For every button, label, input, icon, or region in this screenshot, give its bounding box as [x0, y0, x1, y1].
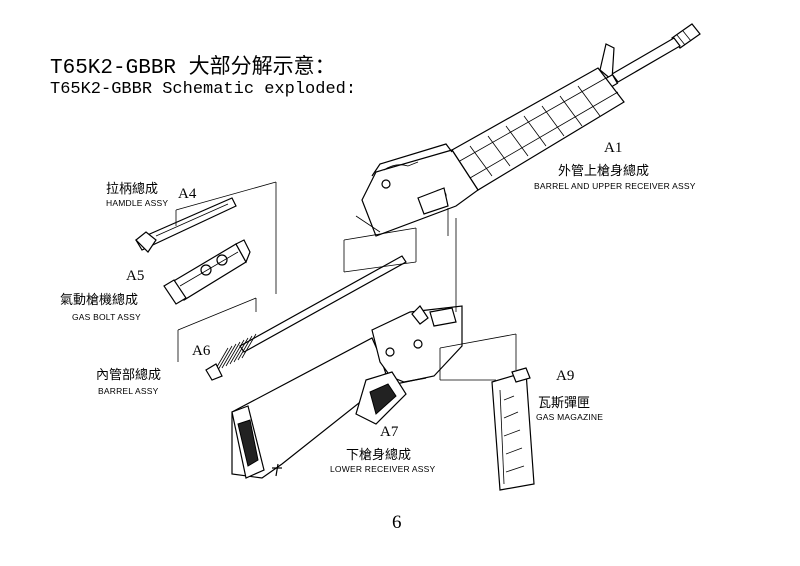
inner-barrel-drawing [205, 255, 407, 381]
gas-magazine-drawing [491, 367, 535, 491]
page-title-chinese: T65K2-GBBR 大部分解示意： [50, 57, 336, 80]
part-name-cn-a1: 外管上槍身總成 [558, 164, 650, 179]
page-number: 6 [392, 512, 402, 533]
part-code-a1: A1 [604, 140, 623, 156]
part-code-a7: A7 [380, 424, 399, 440]
part-name-en-a5: GAS BOLT ASSY [72, 312, 141, 322]
part-code-a4: A4 [178, 186, 197, 202]
gas-bolt-drawing [163, 239, 251, 305]
part-name-cn-a7: 下槍身總成 [346, 448, 412, 463]
part-code-a5: A5 [126, 268, 145, 284]
part-name-en-a9: GAS MAGAZINE [536, 412, 604, 422]
part-name-cn-a6: 內管部總成 [96, 368, 162, 383]
upper-receiver-drawing [355, 23, 701, 237]
page-title-english: T65K2-GBBR Schematic exploded: [50, 80, 357, 99]
part-name-cn-a5: 氣動槍機總成 [60, 293, 139, 308]
lower-receiver-drawing [231, 305, 463, 479]
part-name-en-a7: LOWER RECEIVER ASSY [330, 464, 436, 474]
part-name-en-a6: BARREL ASSY [98, 386, 159, 396]
part-name-en-a4: HAMDLE ASSY [106, 198, 169, 208]
charging-handle-drawing [135, 197, 237, 253]
part-name-cn-a9: 瓦斯彈匣 [538, 396, 591, 411]
part-name-cn-a4: 拉柄總成 [106, 182, 159, 197]
part-code-a9: A9 [556, 368, 575, 384]
part-code-a6: A6 [192, 343, 211, 359]
part-name-en-a1: BARREL AND UPPER RECEIVER ASSY [534, 181, 696, 191]
leader-lines [175, 181, 517, 381]
